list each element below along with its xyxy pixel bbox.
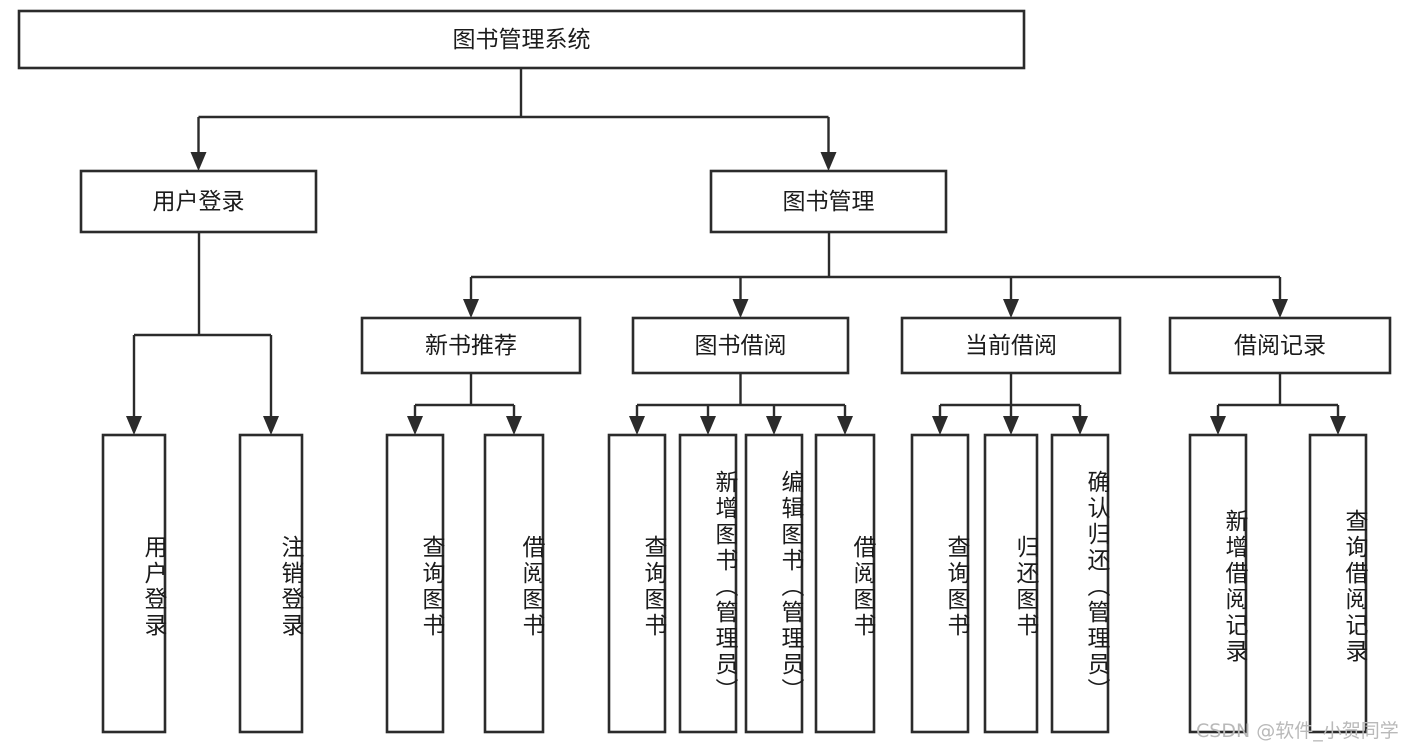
connector-root-to-level2: [197, 68, 830, 152]
arrow-leaf-借阅记录-1: [1330, 416, 1346, 435]
connector-图书借阅-to-leaves: [635, 373, 847, 416]
arrow-leaf-当前借阅-1: [1003, 416, 1019, 435]
leaf-box-10[interactable]: [1050, 433, 1110, 734]
node-level3-0[interactable]: [360, 316, 582, 375]
leaf-box-12[interactable]: [1308, 433, 1368, 734]
node-level3-label-3: 借阅记录: [1234, 333, 1326, 359]
arrow-leaf-用户登录-0: [126, 416, 142, 435]
node-root[interactable]: [17, 9, 1026, 70]
leaf-box-2[interactable]: [385, 433, 445, 734]
arrow-level3-3: [1272, 299, 1288, 318]
connector-books-to-level3: [469, 232, 1282, 299]
arrow-leaf-图书借阅-1: [700, 416, 716, 435]
leaf-box-3[interactable]: [483, 433, 545, 734]
leaf-box-11[interactable]: [1188, 433, 1248, 734]
connector-新书推荐-to-leaves: [413, 373, 516, 416]
arrow-level2-1: [820, 152, 837, 171]
leaf-box-7[interactable]: [814, 433, 876, 734]
arrow-leaf-当前借阅-0: [932, 416, 948, 435]
leaf-box-5[interactable]: [678, 433, 738, 734]
leaf-box-6[interactable]: [744, 433, 804, 734]
leaf-box-8[interactable]: [910, 433, 970, 734]
arrow-leaf-新书推荐-1: [506, 416, 522, 435]
leaf-box-0[interactable]: [101, 433, 167, 734]
node-level2-label-0: 用户登录: [153, 189, 245, 215]
arrow-level3-0: [463, 299, 479, 318]
leaf-box-1[interactable]: [238, 433, 304, 734]
arrow-level2-0: [190, 152, 207, 171]
arrow-leaf-图书借阅-0: [629, 416, 645, 435]
arrow-leaf-图书借阅-3: [837, 416, 853, 435]
arrow-level3-2: [1003, 299, 1019, 318]
arrow-leaf-借阅记录-0: [1210, 416, 1226, 435]
node-level3-label-2: 当前借阅: [965, 333, 1057, 359]
connector-当前借阅-to-leaves: [938, 373, 1082, 416]
leaf-box-4[interactable]: [607, 433, 667, 734]
arrow-leaf-当前借阅-2: [1072, 416, 1088, 435]
connector-借阅记录-to-leaves: [1216, 373, 1340, 416]
arrow-level3-1: [732, 299, 749, 318]
node-level3-2[interactable]: [900, 316, 1122, 375]
node-level3-label-0: 新书推荐: [425, 333, 517, 359]
arrow-leaf-图书借阅-2: [766, 416, 782, 435]
csdn-watermark: CSDN @软件_小贺同学: [1196, 720, 1399, 742]
leaf-box-9[interactable]: [983, 433, 1039, 734]
node-level2-0[interactable]: [79, 169, 318, 234]
node-level2-label-1: 图书管理: [783, 189, 875, 215]
node-level3-label-1: 图书借阅: [695, 333, 787, 359]
connector-用户登录-to-leaves: [132, 232, 273, 416]
arrow-leaf-用户登录-1: [263, 416, 279, 435]
node-root-label: 图书管理系统: [453, 27, 591, 53]
arrow-leaf-新书推荐-0: [407, 416, 423, 435]
